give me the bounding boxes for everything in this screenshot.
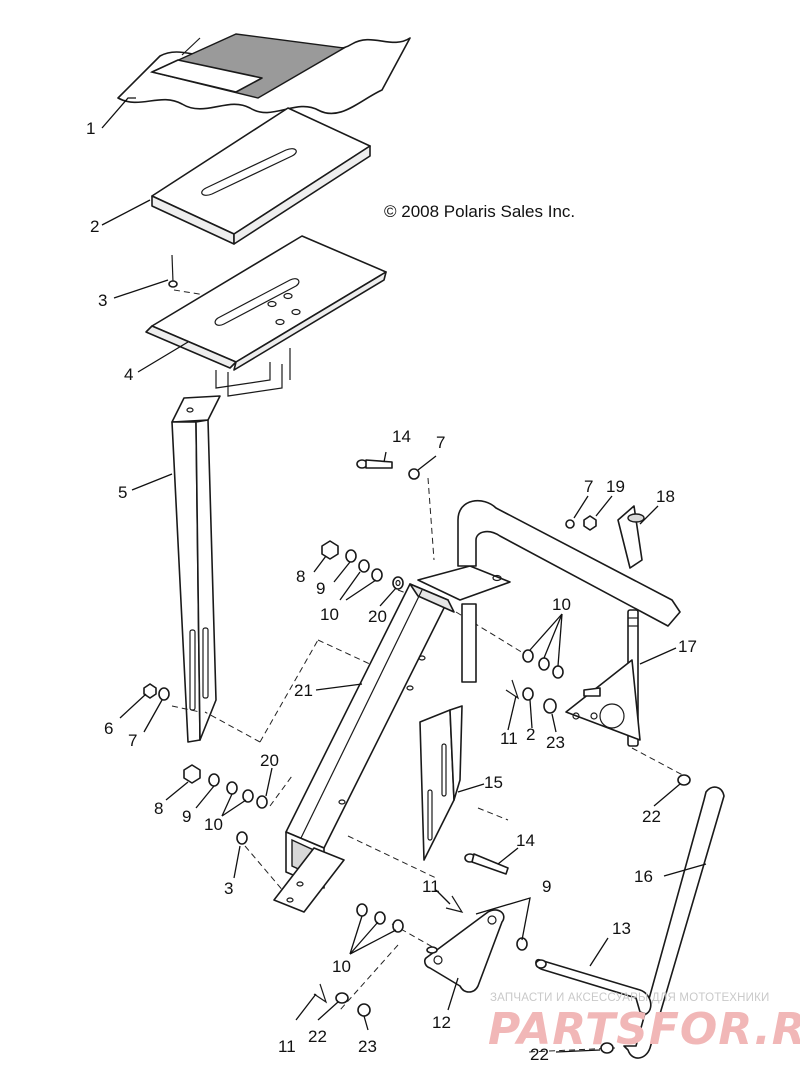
callout-11: 11 bbox=[278, 1037, 296, 1056]
handle-bar-part bbox=[457, 500, 681, 683]
callout-10: 10 bbox=[552, 595, 571, 614]
callout-6: 6 bbox=[104, 719, 113, 738]
callout-15: 15 bbox=[484, 773, 503, 792]
callout-4: 4 bbox=[124, 365, 133, 384]
callout-22: 22 bbox=[530, 1045, 549, 1064]
washer-group-bottom bbox=[356, 903, 528, 951]
callout-14: 14 bbox=[516, 831, 535, 850]
mounting-plate-part bbox=[145, 235, 387, 397]
callout-7: 7 bbox=[584, 477, 593, 496]
callout-13: 13 bbox=[612, 919, 631, 938]
callout-21: 21 bbox=[294, 681, 313, 700]
watermark-caption: ЗАПЧАСТИ И АКСЕССУАРЫ ДЛЯ МОТОТЕХНИКИ bbox=[490, 992, 770, 1004]
callout-3: 3 bbox=[224, 879, 233, 898]
callout-2: 2 bbox=[90, 217, 99, 236]
callout-10: 10 bbox=[332, 957, 351, 976]
callout-5: 5 bbox=[118, 483, 127, 502]
callout-8: 8 bbox=[296, 567, 305, 586]
callout-1: 1 bbox=[86, 119, 95, 138]
callout-8: 8 bbox=[154, 799, 163, 818]
callout-19: 19 bbox=[606, 477, 625, 496]
slotted-bracket-part bbox=[419, 705, 463, 861]
watermark: ЗАПЧАСТИ И АКСЕССУАРЫ ДЛЯ МОТОТЕХНИКИ PA… bbox=[488, 992, 800, 1055]
callout-9: 9 bbox=[182, 807, 191, 826]
seat-plate-part bbox=[151, 107, 371, 245]
washer-group-right bbox=[522, 649, 601, 697]
watermark-brand: PARTSFOR.RU bbox=[488, 1004, 800, 1055]
callout-23: 23 bbox=[358, 1037, 377, 1056]
copyright-text: © 2008 Polaris Sales Inc. bbox=[384, 202, 575, 221]
callout-9: 9 bbox=[542, 877, 551, 896]
nut-washer-group-lower bbox=[183, 764, 268, 809]
linkage-rod-part bbox=[623, 786, 725, 1059]
callout-labels: 1 2 3 4 5 14 7 7 19 18 8 9 10 20 10 17 2… bbox=[86, 119, 697, 1064]
callout-17: 17 bbox=[678, 637, 697, 656]
callout-14: 14 bbox=[392, 427, 411, 446]
callout-12: 12 bbox=[432, 1013, 451, 1032]
leader-lines bbox=[101, 97, 707, 1053]
callout-2: 2 bbox=[526, 725, 535, 744]
callout-10: 10 bbox=[320, 605, 339, 624]
callout-10: 10 bbox=[204, 815, 223, 834]
main-tube-part bbox=[273, 565, 511, 913]
callout-11: 11 bbox=[422, 877, 440, 896]
callout-7: 7 bbox=[128, 731, 137, 750]
callout-3: 3 bbox=[98, 291, 107, 310]
callout-20: 20 bbox=[260, 751, 279, 770]
callout-23: 23 bbox=[546, 733, 565, 752]
callout-11: 11 bbox=[500, 729, 518, 748]
bellcrank-part bbox=[424, 909, 505, 993]
callout-9: 9 bbox=[316, 579, 325, 598]
callout-22: 22 bbox=[308, 1027, 327, 1046]
small-hardware bbox=[143, 468, 691, 1054]
callout-22: 22 bbox=[642, 807, 661, 826]
bolt-lower-part bbox=[464, 853, 509, 875]
bolt-upper-part bbox=[356, 459, 393, 469]
callout-20: 20 bbox=[368, 607, 387, 626]
seat-cover-part bbox=[117, 33, 411, 115]
shift-link-part bbox=[535, 958, 652, 1015]
callout-16: 16 bbox=[634, 867, 653, 886]
callout-7: 7 bbox=[436, 433, 445, 452]
nut-washer-group-upper bbox=[321, 540, 404, 590]
shift-arm-part bbox=[565, 609, 641, 747]
callout-18: 18 bbox=[656, 487, 675, 506]
vertical-bracket-part bbox=[171, 395, 221, 743]
